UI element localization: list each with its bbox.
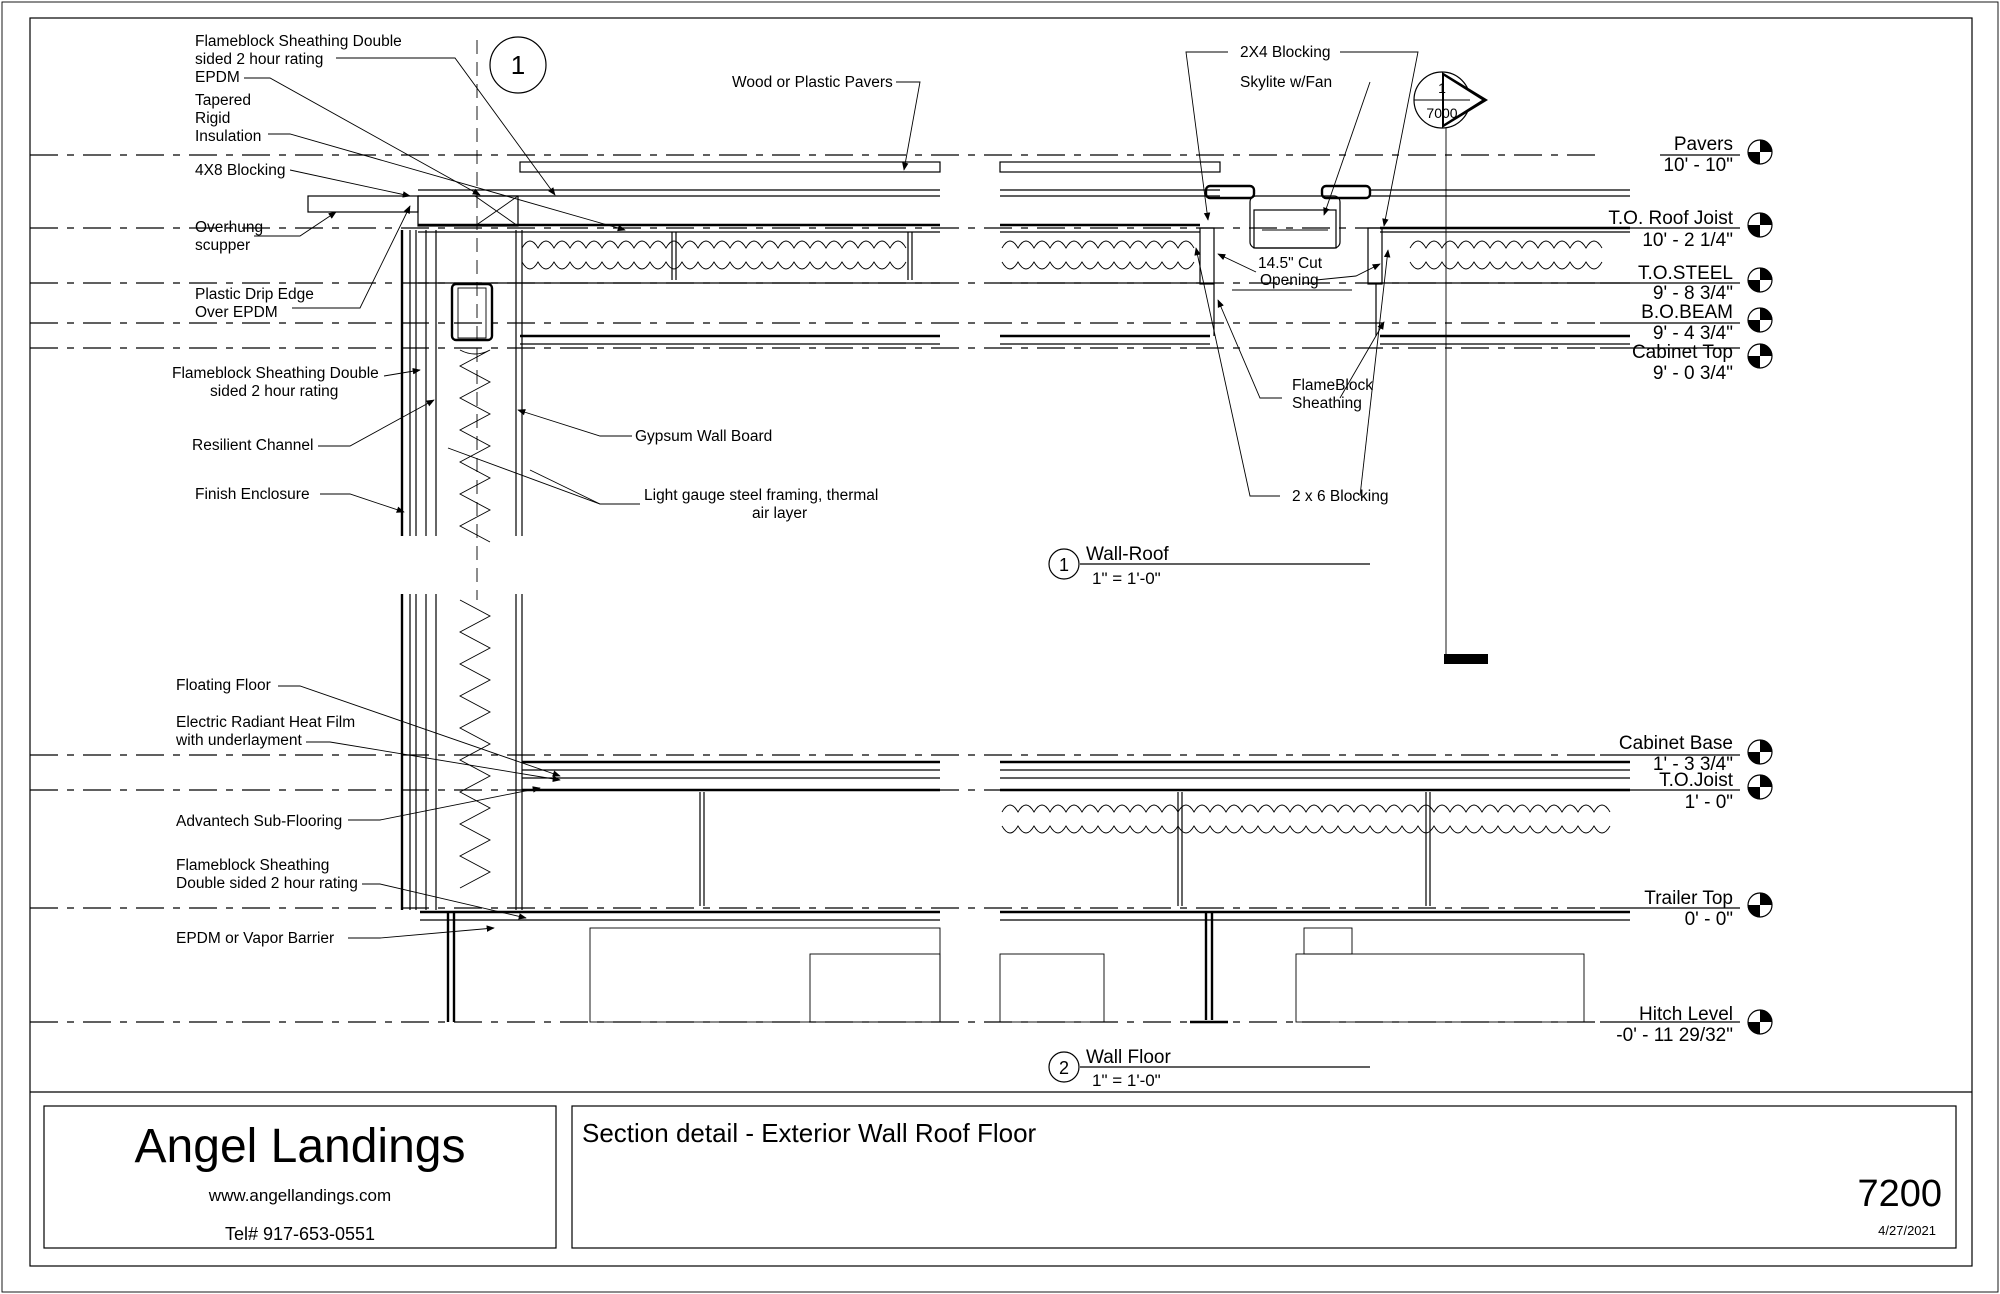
note-flameblock-sk-2: Sheathing bbox=[1292, 395, 1362, 412]
view-wall-roof-title: Wall-Roof bbox=[1086, 544, 1169, 565]
level-elev-roof-joist: 10' - 2 1/4" bbox=[1642, 230, 1733, 251]
company-name: Angel Landings bbox=[135, 1120, 466, 1173]
note-skylite: Skylite w/Fan bbox=[1240, 74, 1332, 91]
level-name-to-joist: T.O.Joist bbox=[1659, 770, 1734, 791]
level-elev-to-joist: 1' - 0" bbox=[1685, 792, 1733, 813]
level-marker-pavers: Pavers 10' - 10" bbox=[1660, 134, 1773, 176]
company-box bbox=[43, 1105, 557, 1249]
note-epdm-vapor: EPDM or Vapor Barrier bbox=[176, 930, 334, 947]
view-title-wall-floor: 2 Wall Floor 1" = 1'-0" bbox=[1048, 1047, 1370, 1090]
note-epdm: EPDM bbox=[195, 69, 240, 86]
section-tag-top-number: 1 bbox=[511, 50, 525, 80]
note-2x6-blocking: 2 x 6 Blocking bbox=[1292, 488, 1389, 505]
note-pavers: Wood or Plastic Pavers bbox=[732, 74, 893, 91]
note-tapered-3: Insulation bbox=[195, 128, 261, 145]
level-name-pavers: Pavers bbox=[1674, 134, 1733, 155]
view-wall-floor-number: 2 bbox=[1059, 1058, 1069, 1078]
level-elev-cabinet-base: 1' - 3 3/4" bbox=[1653, 754, 1733, 775]
roof-section bbox=[307, 161, 1630, 345]
level-elev-trailer-top: 0' - 0" bbox=[1685, 909, 1733, 930]
note-flameblock-floor-1: Flameblock Sheathing bbox=[176, 857, 329, 874]
view-title-wall-roof: 1 Wall-Roof 1" = 1'-0" bbox=[1048, 544, 1370, 588]
note-cut-1: 14.5" Cut bbox=[1258, 255, 1323, 272]
level-marker-bo-beam: B.O.BEAM 9' - 4 3/4" bbox=[1600, 302, 1773, 344]
level-marker-trailer-top: Trailer Top 0' - 0" bbox=[1600, 888, 1773, 930]
sheet-title: Section detail - Exterior Wall Roof Floo… bbox=[582, 1118, 1037, 1148]
note-flameblock-wall-1: Flameblock Sheathing Double bbox=[172, 365, 379, 382]
note-tapered-1: Tapered bbox=[195, 92, 251, 109]
level-name-to-steel: T.O.STEEL bbox=[1638, 263, 1733, 284]
section-ref-bottom: 7000 bbox=[1426, 105, 1457, 121]
level-elev-pavers: 10' - 10" bbox=[1663, 155, 1733, 176]
note-finish-enclosure: Finish Enclosure bbox=[195, 486, 310, 503]
note-drip-2: Over EPDM bbox=[195, 304, 278, 321]
note-flameblock-wall-2: sided 2 hour rating bbox=[210, 383, 338, 400]
exterior-wall-section bbox=[400, 40, 523, 910]
view-wall-floor-scale: 1" = 1'-0" bbox=[1092, 1071, 1161, 1090]
note-4x8-blocking: 4X8 Blocking bbox=[195, 162, 285, 179]
level-elev-cabinet-top: 9' - 0 3/4" bbox=[1653, 363, 1733, 384]
note-tapered-2: Rigid bbox=[195, 110, 230, 127]
level-elev-hitch: -0' - 11 29/32" bbox=[1616, 1025, 1733, 1046]
view-wall-floor-title: Wall Floor bbox=[1086, 1047, 1171, 1068]
section-tag-top: 1 bbox=[489, 36, 547, 94]
titleblock: Angel Landings www.angellandings.com Tel… bbox=[43, 1105, 1957, 1249]
note-2x4-blocking: 2X4 Blocking bbox=[1240, 44, 1330, 61]
sheet-date: 4/27/2021 bbox=[1878, 1223, 1936, 1238]
note-steel-1: Light gauge steel framing, thermal bbox=[644, 487, 878, 504]
note-gypsum: Gypsum Wall Board bbox=[635, 428, 772, 445]
note-cut-2: Opening bbox=[1260, 272, 1319, 289]
leader-lines bbox=[244, 51, 1419, 939]
view-wall-roof-number: 1 bbox=[1059, 555, 1069, 575]
level-marker-hitch: Hitch Level -0' - 11 29/32" bbox=[1600, 1004, 1773, 1046]
company-website: www.angellandings.com bbox=[208, 1186, 391, 1205]
level-name-cabinet-top: Cabinet Top bbox=[1632, 342, 1733, 363]
company-phone: Tel# 917-653-0551 bbox=[225, 1224, 375, 1244]
view-wall-roof-scale: 1" = 1'-0" bbox=[1092, 569, 1161, 588]
note-floating-floor: Floating Floor bbox=[176, 677, 271, 694]
note-radiant-1: Electric Radiant Heat Film bbox=[176, 714, 355, 731]
note-advantech: Advantech Sub-Flooring bbox=[176, 813, 342, 830]
sheet-number: 7200 bbox=[1857, 1173, 1942, 1215]
note-resilient-channel: Resilient Channel bbox=[192, 437, 314, 454]
annotations: Flameblock Sheathing Double sided 2 hour… bbox=[172, 33, 1389, 947]
level-name-bo-beam: B.O.BEAM bbox=[1641, 302, 1733, 323]
note-flameblock-double-2: sided 2 hour rating bbox=[195, 51, 323, 68]
note-radiant-2: with underlayment bbox=[175, 732, 302, 749]
note-steel-2: air layer bbox=[752, 505, 807, 522]
level-marker-cabinet-top: Cabinet Top 9' - 0 3/4" bbox=[1600, 342, 1773, 384]
level-name-roof-joist: T.O. Roof Joist bbox=[1608, 208, 1733, 229]
level-markers: Pavers 10' - 10" T.O. Roof Joist 10' - 2… bbox=[1600, 134, 1773, 1046]
level-marker-to-joist: T.O.Joist 1' - 0" bbox=[1600, 770, 1773, 813]
level-marker-cabinet-base: Cabinet Base 1' - 3 3/4" bbox=[1600, 733, 1773, 775]
level-name-trailer-top: Trailer Top bbox=[1644, 888, 1733, 909]
level-name-cabinet-base: Cabinet Base bbox=[1619, 733, 1733, 754]
level-elev-bo-beam: 9' - 4 3/4" bbox=[1653, 323, 1733, 344]
note-drip-1: Plastic Drip Edge bbox=[195, 286, 314, 303]
note-flameblock-sk-1: FlameBlock bbox=[1292, 377, 1373, 394]
level-marker-roof-joist: T.O. Roof Joist 10' - 2 1/4" bbox=[1600, 208, 1773, 251]
note-flameblock-floor-2: Double sided 2 hour rating bbox=[176, 875, 358, 892]
floor-section bbox=[420, 760, 1630, 1024]
note-flameblock-double-1: Flameblock Sheathing Double bbox=[195, 33, 402, 50]
section-reference-marker: 1 7000 bbox=[1413, 71, 1488, 664]
note-overhung-1: Overhung bbox=[195, 219, 263, 236]
level-elev-to-steel: 9' - 8 3/4" bbox=[1653, 283, 1733, 304]
section-ref-top: 1 bbox=[1438, 80, 1446, 96]
level-name-hitch: Hitch Level bbox=[1639, 1004, 1733, 1025]
note-overhung-2: scupper bbox=[195, 237, 250, 254]
inner-border bbox=[29, 17, 1973, 1267]
sheet-info-box bbox=[571, 1105, 1957, 1249]
